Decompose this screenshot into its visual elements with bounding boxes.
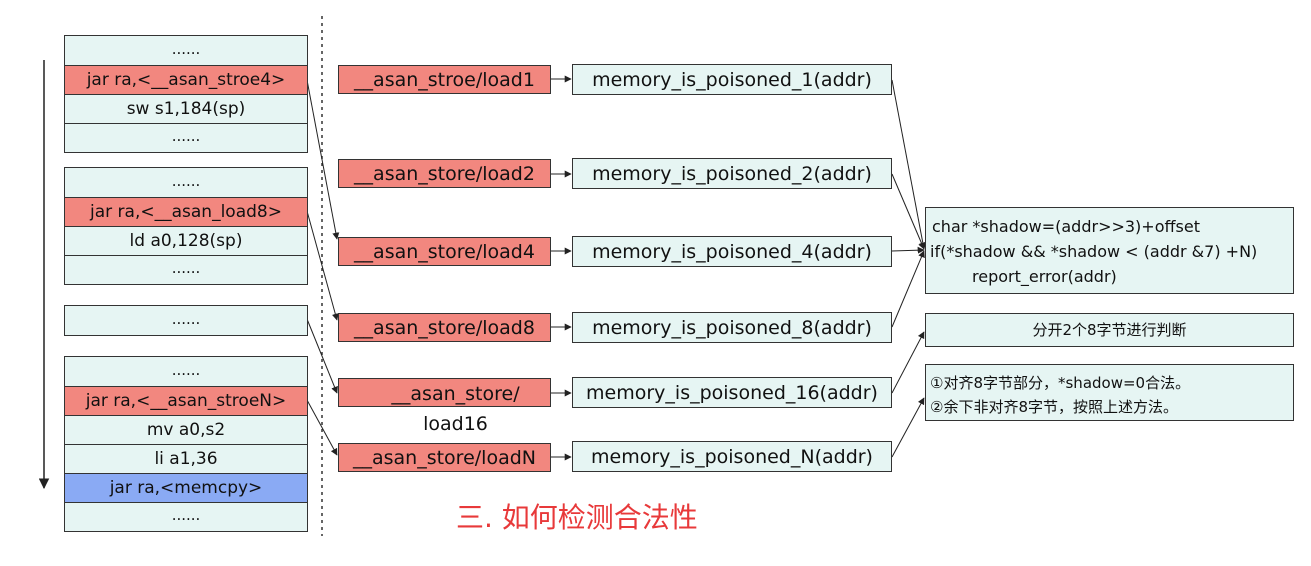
stack-cell: ...... <box>65 168 307 197</box>
link-mip2-logic <box>891 173 925 250</box>
instruction-stack-2: ...... jar ra,<__asan_load8> ld a0,128(s… <box>64 167 308 285</box>
note-line-1: ①对齐8字节部分，*shadow=0合法。 <box>930 374 1191 392</box>
stack-cell: ...... <box>65 36 307 65</box>
asan-load4-box: __asan_store/load4 <box>338 237 551 266</box>
unaligned-note-box: ①对齐8字节部分，*shadow=0合法。 ②余下非对齐8字节，按照上述方法。 <box>925 364 1294 421</box>
poison-check-4-box: memory_is_poisoned_4(addr) <box>572 236 892 267</box>
link-dots-to-load16 <box>306 318 338 394</box>
stack-cell: ...... <box>65 306 307 335</box>
stack-cell-asan-call: jar ra,<__asan_stroe4> <box>65 65 307 94</box>
link-mip1-logic <box>891 79 927 250</box>
logic-line-1: char *shadow=(addr>>3)+offset <box>932 217 1200 236</box>
page-title: 三. 如何检测合法性 <box>456 501 698 534</box>
poison-check-16-box: memory_is_poisoned_16(addr) <box>572 377 892 408</box>
stack-cell: ...... <box>65 357 307 386</box>
stack-cell-asan-call: jar ra,<__asan_stroeN> <box>65 386 307 415</box>
logic-line-2: if(*shadow && *shadow < (addr &7) +N) <box>930 242 1258 261</box>
asan-load2-box: __asan_store/load2 <box>338 159 551 188</box>
stack-cell: ...... <box>65 255 307 284</box>
stack-cell-asan-call: jar ra,<__asan_load8> <box>65 197 307 226</box>
poison-check-2-box: memory_is_poisoned_2(addr) <box>572 158 892 189</box>
stack-cell: li a1,36 <box>65 444 307 473</box>
instruction-stack-3: ...... <box>64 305 308 336</box>
link-mip4-logic <box>891 246 925 254</box>
stack-cell: sw s1,184(sp) <box>65 94 307 123</box>
asan-load8-box: __asan_store/load8 <box>338 313 551 342</box>
stack-cell-memcpy: jar ra,<memcpy> <box>65 473 307 502</box>
stack-cell: ...... <box>65 502 307 531</box>
link-stroe4-to-load4 <box>306 79 340 240</box>
asan-loadN-box: __asan_store/loadN <box>338 443 551 472</box>
link-load8-to-load8 <box>306 210 339 321</box>
stack-cell: mv a0,s2 <box>65 415 307 444</box>
poison-check-8-box: memory_is_poisoned_8(addr) <box>572 312 892 343</box>
check-logic-box: char *shadow=(addr>>3)+offset if(*shadow… <box>925 207 1294 294</box>
asan-load1-box: __asan_stroe/load1 <box>338 65 551 94</box>
stack-cell: ld a0,128(sp) <box>65 226 307 255</box>
instruction-stack-1: ...... jar ra,<__asan_stroe4> sw s1,184(… <box>64 35 308 153</box>
link-mip16-split <box>891 331 925 394</box>
stack-cell: ...... <box>65 123 307 152</box>
logic-line-3: report_error(addr) <box>972 267 1117 286</box>
link-mip8-logic <box>891 250 925 328</box>
instruction-stack-4: ...... jar ra,<__asan_stroeN> mv a0,s2 l… <box>64 356 308 532</box>
note-line-2: ②余下非对齐8字节，按照上述方法。 <box>930 398 1178 416</box>
poison-check-N-box: memory_is_poisoned_N(addr) <box>572 441 892 472</box>
link-mipN-note <box>891 397 925 458</box>
split-note-box: 分开2个8字节进行判断 <box>925 313 1294 347</box>
asan-load16-box: __asan_store/ load16 <box>338 378 551 435</box>
poison-check-1-box: memory_is_poisoned_1(addr) <box>572 64 892 95</box>
link-stroeN-to-loadN <box>306 399 338 456</box>
